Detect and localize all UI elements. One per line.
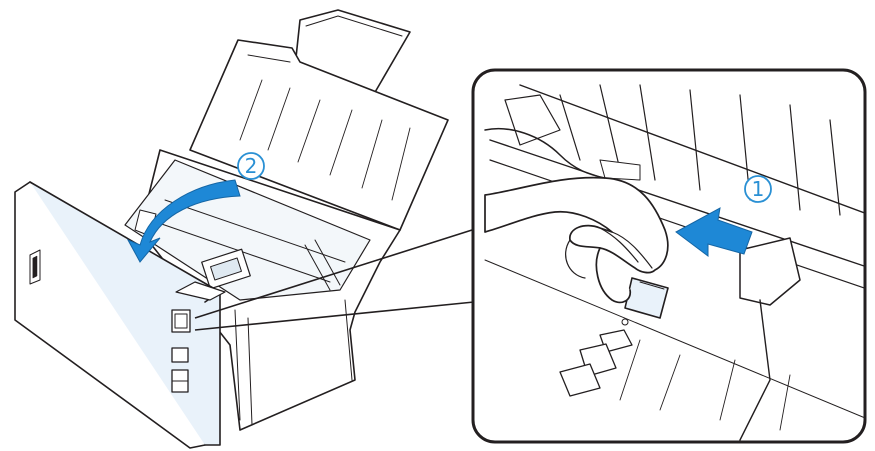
scanner-icon — [14, 9, 449, 449]
step-1-label: 1 — [744, 175, 772, 203]
straight-arrow-icon — [675, 207, 753, 257]
panel-button-mid — [171, 347, 189, 363]
callout-connector — [194, 229, 475, 331]
svg-text:1: 1 — [752, 177, 765, 201]
zoom-callout: 1 — [471, 68, 867, 444]
step-2-label: 2 — [237, 152, 265, 180]
curved-arrow-icon — [126, 179, 241, 263]
svg-text:2: 2 — [245, 154, 258, 178]
input-tray — [189, 39, 449, 231]
hand-icon — [484, 128, 669, 304]
